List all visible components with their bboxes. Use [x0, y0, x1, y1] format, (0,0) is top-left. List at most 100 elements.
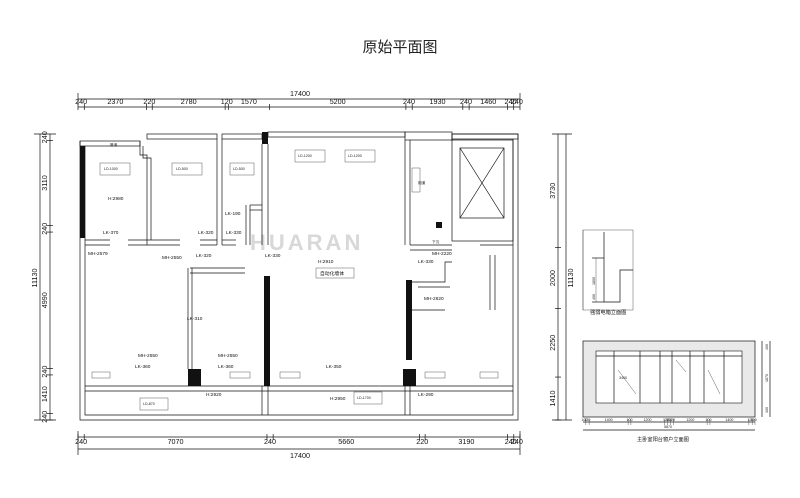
dim-label: 220	[416, 437, 428, 446]
door-height-label: MH-2579	[88, 251, 108, 257]
window-note: LD-870	[143, 402, 155, 406]
opening-label: LK-290	[418, 392, 434, 398]
top-dimension-chain: 17400 240 2370 220 2780 120 1570 5200 240 1930 24…	[75, 89, 523, 110]
main-elevation-inner-label: 3400	[619, 376, 627, 380]
main-elevation-total: 5870	[664, 425, 672, 429]
exterior-walls	[79, 131, 519, 421]
dim-label: 1930	[430, 97, 446, 106]
elevation-dim-label: 100	[751, 418, 757, 422]
room-height-label: H:2920	[206, 392, 222, 398]
opening-label: LK-330	[418, 259, 434, 265]
elevation-dim-label: 100	[581, 418, 587, 422]
right-dimension-chain: 11130 3730 2000 2250 1410	[548, 133, 575, 421]
window-note: LD-500	[176, 167, 188, 171]
door-height-label: MH-2550	[162, 255, 182, 261]
opening-label: LK-190	[225, 211, 241, 217]
window-note: LD-1200	[298, 154, 312, 158]
misc-note: 下沉	[432, 239, 440, 244]
small-elevation-caption: 强弱电箱立面图	[590, 308, 626, 316]
main-elevation-caption: 主卧室阳台窗户立面图	[637, 435, 689, 443]
dim-label: 4990	[40, 292, 49, 308]
dim-label: 240	[505, 97, 517, 106]
window-note: LD-1000	[104, 167, 118, 171]
dim-label: 5200	[330, 97, 346, 106]
opening-label: LK-330	[226, 230, 242, 236]
elevation-dim-label: 120	[663, 418, 669, 422]
elevation-dim-label: 100	[666, 418, 672, 422]
dim-label: 1410	[548, 391, 557, 407]
interior-walls	[85, 139, 514, 415]
dim-label: 5660	[338, 437, 354, 446]
drawing-title: 原始平面图	[362, 38, 437, 56]
dim-label: 1570	[241, 97, 257, 106]
door-height-label: MH-2220	[432, 251, 452, 257]
right-total-dim: 11130	[566, 269, 575, 288]
room-tag: 自动化墙体	[320, 270, 344, 277]
window-note: LD-1700	[357, 396, 371, 400]
dim-label: 240	[75, 97, 87, 106]
dim-label: 3730	[548, 183, 557, 199]
opening-label: LK-320	[198, 230, 214, 236]
opening-label: LK-350	[326, 364, 342, 370]
dim-label: 240	[264, 437, 276, 446]
elevation-dim-label: 1400	[725, 418, 733, 422]
elevation-dim-label: 1200	[686, 418, 694, 422]
window-note: LD-500	[233, 167, 245, 171]
dim-label: 240	[40, 223, 49, 235]
room-annotations: H:2980 H:2910 H:2920 H:2950 自动化墙体 LK-370…	[88, 142, 452, 411]
watermark: HUARAN	[250, 230, 363, 255]
dim-label: 3190	[458, 437, 474, 446]
elevation-dim-label: 120	[748, 418, 754, 422]
small-elevation-dim: 1800	[592, 277, 596, 285]
window-note: LD-1200	[348, 154, 362, 158]
top-total-dim: 17400	[290, 89, 310, 98]
room-height-label: H:2950	[330, 396, 346, 402]
dim-label: 240	[460, 97, 472, 106]
room-height-label: H:2980	[108, 196, 124, 202]
room-height-label: H:2910	[318, 259, 334, 265]
small-elevation-dim: 400	[592, 294, 596, 300]
elevation-dim-label: 120	[669, 418, 675, 422]
dim-label: 240	[511, 437, 523, 446]
dim-label: 2370	[107, 97, 123, 106]
main-elevation-right-dim: 400	[765, 344, 769, 350]
opening-label: LK-370	[103, 230, 119, 236]
misc-note: 管道	[110, 142, 118, 147]
door-height-label: MH-2550	[218, 353, 238, 359]
dim-label: 2250	[548, 335, 557, 351]
misc-note: 烟道	[418, 180, 426, 185]
opening-label: LK-330	[265, 253, 281, 259]
main-elevation-right-dim: 100	[765, 407, 769, 413]
dim-label: 240	[40, 131, 49, 143]
elevation-dim-label: 100	[706, 418, 712, 422]
opening-label: LK-320	[196, 253, 212, 259]
dim-label: 3110	[40, 175, 49, 190]
elevation-dim-label: 1400	[605, 418, 613, 422]
main-elevation-right-dim: 1870	[765, 374, 769, 382]
small-elevation: 1800 400 强弱电箱立面图	[582, 229, 634, 316]
door-height-label: MH-2620	[424, 296, 444, 302]
dim-label: 240	[40, 366, 49, 378]
door-height-label: MH-2550	[138, 353, 158, 359]
opening-label: LK-310	[187, 316, 203, 322]
bottom-total-dim: 17400	[290, 451, 310, 460]
dim-label: 240	[40, 411, 49, 423]
opening-label: LK-360	[135, 364, 151, 370]
dim-label: 240	[511, 97, 523, 106]
dim-label: 240	[505, 437, 517, 446]
elevation-dim-label: 1200	[644, 418, 652, 422]
dim-label: 2780	[181, 97, 197, 106]
dim-label: 220	[143, 97, 155, 106]
dim-label: 2000	[548, 270, 557, 286]
opening-label: LK-360	[218, 364, 234, 370]
dim-label: 240	[403, 97, 415, 106]
dim-label: 240	[75, 437, 87, 446]
elevation-dim-label: 120	[584, 418, 590, 422]
dim-label: 7070	[168, 437, 184, 446]
dim-label: 120	[221, 97, 233, 106]
left-total-dim: 11130	[30, 269, 39, 288]
